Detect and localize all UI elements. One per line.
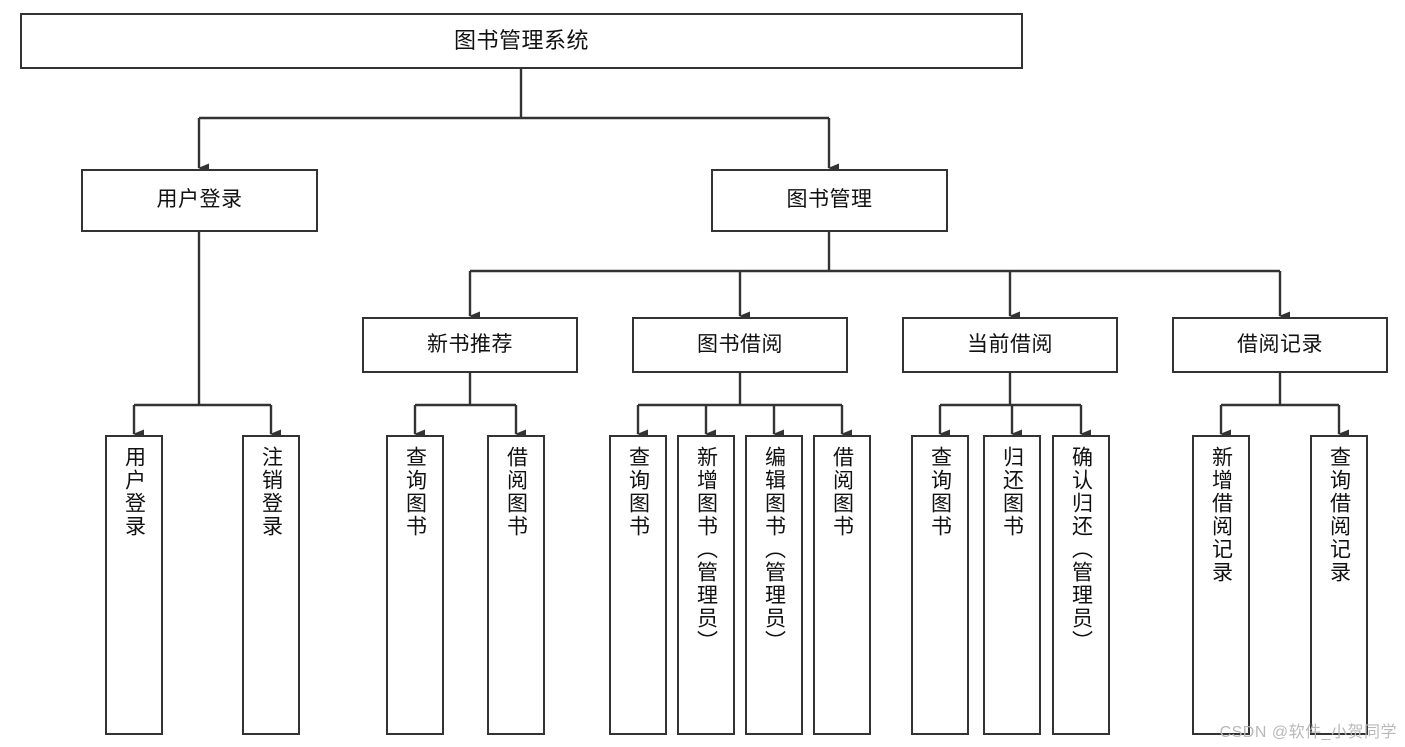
node-leaf-add-record[interactable]: 新增借阅记录 [1192, 435, 1250, 735]
node-label-leaf-query-record: 查询借阅记录 [1327, 446, 1351, 584]
node-user-login[interactable]: 用户登录 [81, 169, 318, 232]
node-label-leaf-add-record: 新增借阅记录 [1209, 446, 1233, 584]
node-leaf-return-book[interactable]: 归还图书 [983, 435, 1041, 735]
node-label-leaf-user-login: 用户登录 [122, 446, 146, 538]
node-leaf-confirm-return[interactable]: 确认归还（管理员） [1052, 435, 1110, 735]
node-label-leaf-borrow-book-1: 借阅图书 [504, 446, 528, 538]
node-current-borrow[interactable]: 当前借阅 [902, 317, 1118, 373]
node-book-borrow[interactable]: 图书借阅 [632, 317, 848, 373]
node-label-borrow-record: 借阅记录 [1237, 332, 1323, 356]
node-label-user-login: 用户登录 [156, 188, 243, 212]
node-leaf-edit-book[interactable]: 编辑图书（管理员） [745, 435, 803, 735]
node-leaf-borrow-book-2[interactable]: 借阅图书 [813, 435, 871, 735]
node-leaf-query-book-3[interactable]: 查询图书 [911, 435, 969, 735]
node-label-leaf-borrow-book-2: 借阅图书 [830, 446, 854, 538]
node-leaf-user-login[interactable]: 用户登录 [105, 435, 163, 735]
node-leaf-query-book-1[interactable]: 查询图书 [386, 435, 444, 735]
node-label-leaf-return-book: 归还图书 [1000, 446, 1024, 538]
node-label-leaf-add-book: 新增图书（管理员） [694, 446, 718, 653]
csdn-watermark: CSDN @软件_小贺同学 [1219, 724, 1397, 741]
node-leaf-add-book[interactable]: 新增图书（管理员） [677, 435, 735, 735]
node-label-leaf-logout: 注销登录 [259, 446, 283, 538]
node-label-current-borrow: 当前借阅 [967, 332, 1053, 356]
node-label-new-book-rec: 新书推荐 [427, 332, 513, 356]
node-label-leaf-query-book-2: 查询图书 [626, 446, 650, 538]
node-new-book-rec[interactable]: 新书推荐 [362, 317, 578, 373]
node-leaf-query-book-2[interactable]: 查询图书 [609, 435, 667, 735]
node-borrow-record[interactable]: 借阅记录 [1172, 317, 1388, 373]
node-leaf-borrow-book-1[interactable]: 借阅图书 [487, 435, 545, 735]
node-label-leaf-query-book-3: 查询图书 [928, 446, 952, 538]
node-label-book-manage: 图书管理 [786, 188, 873, 212]
node-label-book-borrow: 图书借阅 [697, 332, 783, 356]
node-root[interactable]: 图书管理系统 [20, 13, 1023, 69]
node-leaf-query-record[interactable]: 查询借阅记录 [1310, 435, 1368, 735]
node-label-leaf-confirm-return: 确认归还（管理员） [1069, 446, 1093, 653]
node-label-root: 图书管理系统 [453, 28, 589, 54]
node-leaf-logout[interactable]: 注销登录 [242, 435, 300, 735]
node-book-manage[interactable]: 图书管理 [711, 169, 948, 232]
connector-lines [132, 69, 1349, 439]
node-label-leaf-edit-book: 编辑图书（管理员） [762, 446, 786, 653]
node-label-leaf-query-book-1: 查询图书 [403, 446, 427, 538]
